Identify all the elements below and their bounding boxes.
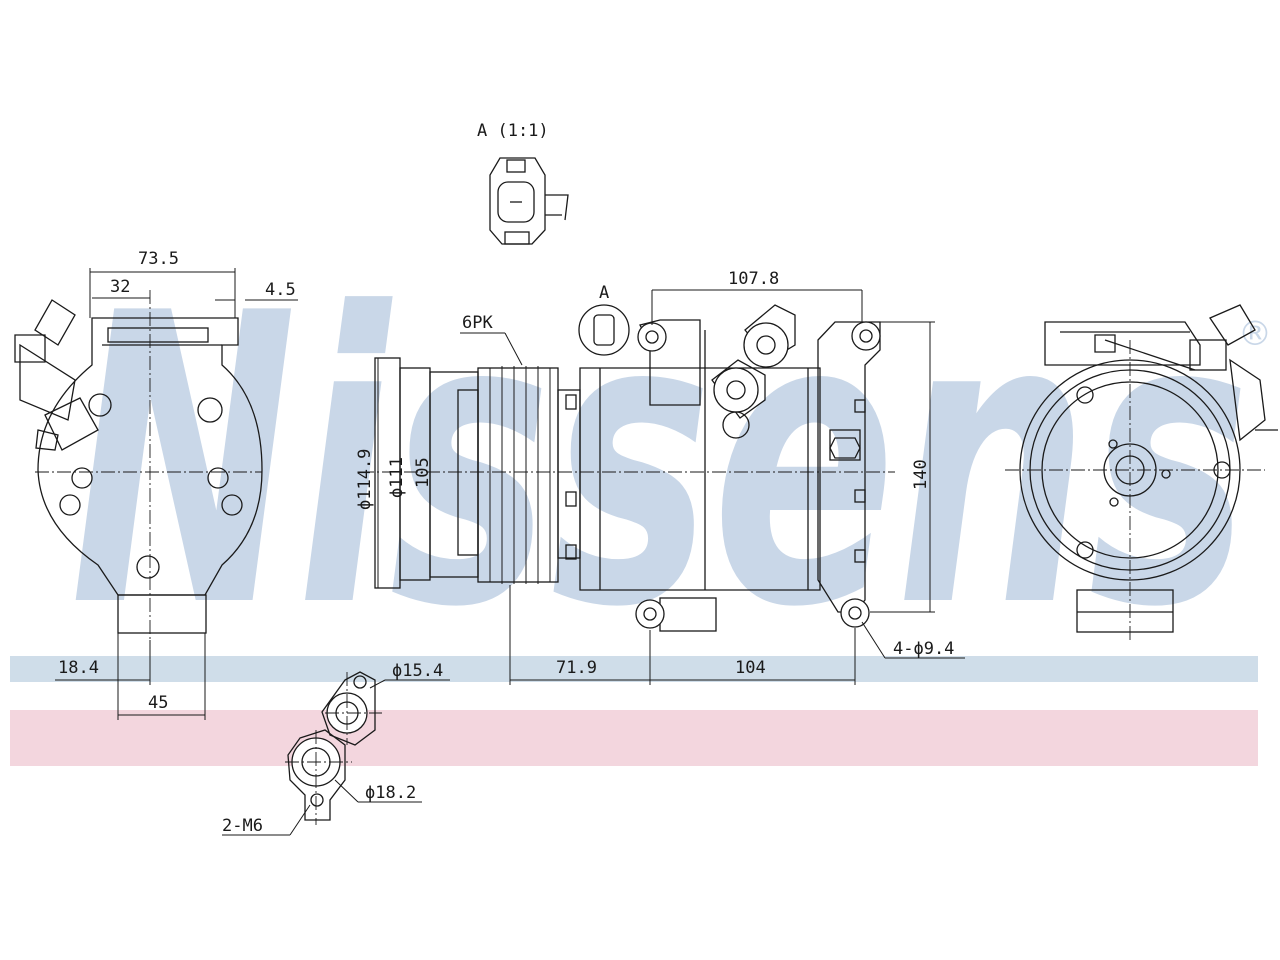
dimension-4-5: 4.5 [265, 280, 296, 300]
detail-a: A (1:1) [477, 121, 569, 245]
dimension-holes-4-phi-9-4: 4-ϕ9.4 [893, 639, 954, 659]
dimension-107-8: 107.8 [728, 269, 779, 289]
dimension-73-5: 73.5 [138, 249, 179, 269]
left-view: 73.5 32 4.5 18.4 45 [14, 249, 298, 720]
dimension-71-9: 71.9 [556, 658, 597, 678]
main-side-view: A 107.8 6PK ϕ114.9 ϕ111 105 140 71.9 104… [355, 269, 965, 685]
watermark: Nissens ® [10, 230, 1272, 766]
fitting-details: ϕ15.4 ϕ18.2 2-M6 [222, 661, 450, 836]
dimension-45: 45 [148, 693, 168, 713]
dimension-bolts-2-m6: 2-M6 [222, 816, 263, 836]
watermark-stripe-pink [10, 710, 1258, 766]
right-view [1005, 304, 1278, 640]
dimension-phi-15-4: ϕ15.4 [392, 661, 443, 681]
dimension-105: 105 [413, 457, 433, 488]
dimension-32: 32 [110, 277, 130, 297]
dimension-phi-18-2: ϕ18.2 [365, 783, 416, 803]
watermark-stripe-blue [10, 656, 1258, 682]
dimension-phi-114-9: ϕ114.9 [355, 449, 375, 510]
dimension-18-4: 18.4 [58, 658, 99, 678]
dimension-140: 140 [911, 459, 931, 490]
detail-a-title: A (1:1) [477, 121, 549, 141]
dimension-phi-111: ϕ111 [387, 457, 407, 498]
pulley-label-6pk: 6PK [462, 313, 493, 333]
detail-a-callout: A [599, 283, 609, 303]
watermark-registered-mark: ® [1238, 314, 1272, 354]
dimension-104: 104 [735, 658, 766, 678]
pulley-grooves [477, 366, 559, 584]
